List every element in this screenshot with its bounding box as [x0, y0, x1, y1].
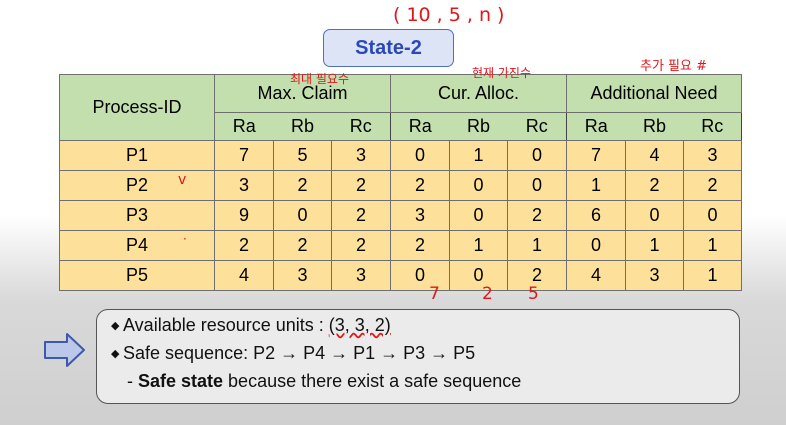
max-ra-cell: 3: [214, 170, 274, 201]
need-ra-cell: 0: [566, 230, 626, 261]
available-label: Available resource units :: [123, 315, 329, 335]
safe-state-line: - Safe state because there exist a safe …: [127, 371, 521, 392]
right-arrow-icon: [44, 333, 85, 367]
max-rc-cell: 3: [331, 140, 391, 171]
handwritten-tuple: ( 10 , 5 , n ): [393, 4, 505, 26]
safe-state-rest: because there exist a safe sequence: [223, 371, 522, 391]
max-claim-header: Max. Claim: [214, 74, 391, 113]
alloc-rc-cell: 0: [507, 140, 567, 171]
additional-need-header: Additional Need: [566, 74, 742, 113]
need-rb-cell: 4: [625, 140, 684, 171]
safe-prefix: -: [127, 371, 138, 391]
alloc-ra-cell: 0: [390, 140, 450, 171]
notes-box: ◆Available resource units : (3, 3, 2) ◆S…: [96, 309, 740, 404]
process-id-cell: P4: [59, 230, 215, 261]
max-rb-cell: 2: [273, 170, 332, 201]
max-rc-cell: 2: [331, 200, 391, 231]
need-rc-cell: 3: [683, 140, 742, 171]
alloc-rb-header: Rb: [449, 112, 508, 141]
cur-alloc-header: Cur. Alloc.: [390, 74, 567, 113]
handwritten-sum-ra: 7: [429, 284, 440, 304]
alloc-rb-cell: 1: [449, 230, 508, 261]
alloc-rb-cell: 0: [449, 260, 508, 291]
need-rb-cell: 1: [625, 230, 684, 261]
max-rb-cell: 0: [273, 200, 332, 231]
need-rb-cell: 3: [625, 260, 684, 291]
sequence-line: ◆Safe sequence: P2 → P4 → P1 → P3 → P5: [111, 343, 475, 364]
handwritten-dot-p4: ·: [183, 232, 187, 246]
need-ra-cell: 6: [566, 200, 626, 231]
handwritten-sum-rb: 2: [482, 284, 493, 304]
safe-state-bold: Safe state: [138, 371, 224, 391]
handwritten-check-p2: v: [178, 172, 187, 188]
alloc-ra-cell: 2: [390, 170, 450, 201]
alloc-ra-header: Ra: [390, 112, 450, 141]
max-rb-cell: 3: [273, 260, 332, 291]
resource-table: Process-ID Max. Claim Cur. Alloc. Additi…: [59, 74, 742, 291]
max-rb-cell: 5: [273, 140, 332, 171]
state-title: State-2: [323, 29, 454, 67]
alloc-ra-cell: 2: [390, 230, 450, 261]
process-id-cell: P2: [59, 170, 215, 201]
handwritten-max-note: 최대 필요수: [290, 72, 350, 86]
need-ra-cell: 7: [566, 140, 626, 171]
max-ra-cell: 2: [214, 230, 274, 261]
max-rc-cell: 2: [331, 170, 391, 201]
handwritten-sum-rc: 5: [528, 284, 539, 304]
max-rc-header: Rc: [331, 112, 391, 141]
alloc-rc-cell: 0: [507, 170, 567, 201]
max-rc-cell: 2: [331, 230, 391, 261]
max-rb-cell: 2: [273, 230, 332, 261]
handwritten-alloc-note: 현재 가진수: [472, 66, 532, 80]
need-rb-header: Rb: [625, 112, 684, 141]
need-rb-cell: 2: [625, 170, 684, 201]
alloc-rc-cell: 1: [507, 230, 567, 261]
alloc-ra-cell: 3: [390, 200, 450, 231]
max-ra-cell: 7: [214, 140, 274, 171]
alloc-rc-cell: 2: [507, 200, 567, 231]
process-id-cell: P3: [59, 200, 215, 231]
process-id-header: Process-ID: [59, 74, 215, 141]
max-ra-header: Ra: [214, 112, 274, 141]
need-rc-cell: 2: [683, 170, 742, 201]
need-ra-cell: 1: [566, 170, 626, 201]
need-ra-header: Ra: [566, 112, 626, 141]
max-rc-cell: 3: [331, 260, 391, 291]
alloc-rb-cell: 1: [449, 140, 508, 171]
need-rc-header: Rc: [683, 112, 742, 141]
process-id-cell: P5: [59, 260, 215, 291]
available-value: (3, 3, 2): [328, 315, 391, 335]
need-ra-cell: 4: [566, 260, 626, 291]
max-ra-cell: 9: [214, 200, 274, 231]
need-rb-cell: 0: [625, 200, 684, 231]
bullet-icon: ◆: [111, 348, 120, 360]
process-id-cell: P1: [59, 140, 215, 171]
max-ra-cell: 4: [214, 260, 274, 291]
safe-sequence: Safe sequence: P2 → P4 → P1 → P3 → P5: [123, 343, 476, 363]
handwritten-need-note: 추가 필요 #: [640, 59, 707, 74]
alloc-ra-cell: 0: [390, 260, 450, 291]
alloc-rc-header: Rc: [507, 112, 567, 141]
bullet-icon: ◆: [111, 320, 120, 332]
max-rb-header: Rb: [273, 112, 332, 141]
alloc-rb-cell: 0: [449, 200, 508, 231]
available-line: ◆Available resource units : (3, 3, 2): [111, 315, 391, 336]
need-rc-cell: 0: [683, 200, 742, 231]
need-rc-cell: 1: [683, 260, 742, 291]
need-rc-cell: 1: [683, 230, 742, 261]
alloc-rb-cell: 0: [449, 170, 508, 201]
